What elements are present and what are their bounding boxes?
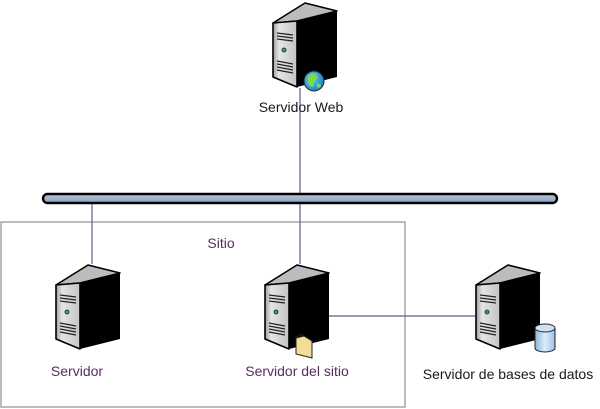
database-server-icon (475, 264, 541, 350)
folder-icon (295, 333, 313, 359)
web-server-label: Servidor Web (258, 99, 344, 115)
site-group-label: Sitio (207, 235, 235, 251)
network-bus (41, 192, 559, 205)
database-server-label: Servidor de bases de datos (422, 366, 594, 382)
site-group-box (0, 221, 406, 408)
server-icon (55, 264, 121, 350)
globe-icon (303, 70, 325, 92)
database-icon (534, 323, 556, 353)
server-label: Servidor (50, 363, 104, 379)
site-server-label: Servidor del sitio (245, 363, 349, 379)
web-server-icon (272, 2, 338, 88)
